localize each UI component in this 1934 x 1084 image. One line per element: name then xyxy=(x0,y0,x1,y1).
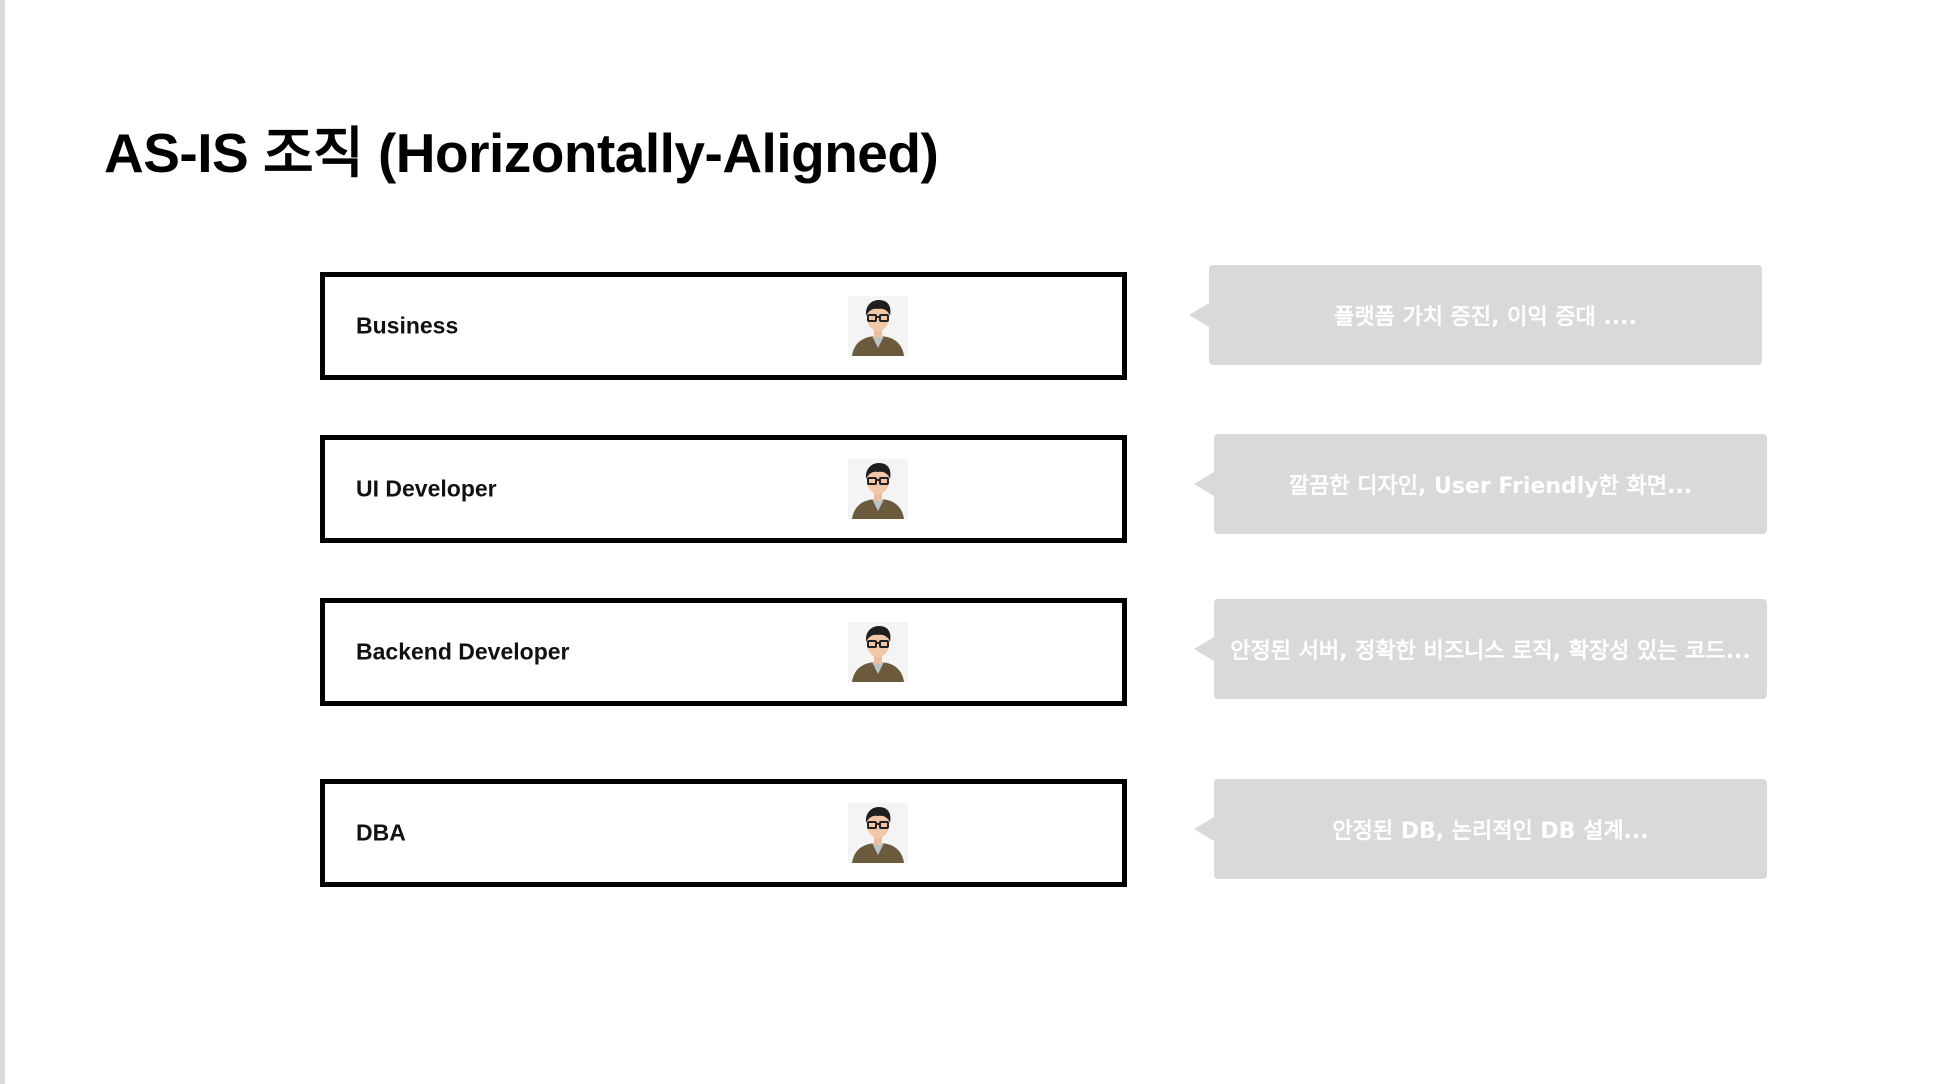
person-avatar-icon xyxy=(848,459,908,519)
comment-text: 플랫폼 가치 증진, 이익 증대 .... xyxy=(1334,305,1637,330)
comment-text: 안정된 DB, 논리적인 DB 설계... xyxy=(1332,819,1649,844)
comment-bubble-backend-developer: 안정된 서버, 정확한 비즈니스 로직, 확장성 있는 코드... xyxy=(1194,599,1767,699)
comment-bubble-ui-developer: 깔끔한 디자인, User Friendly한 화면... xyxy=(1194,434,1767,534)
comment-text: 안정된 서버, 정확한 비즈니스 로직, 확장성 있는 코드... xyxy=(1230,639,1751,664)
person-avatar-icon xyxy=(848,803,908,863)
role-label: Backend Developer xyxy=(356,638,570,665)
page-title: AS-IS 조직 (Horizontally-Aligned) xyxy=(104,122,939,184)
role-box-backend-developer: Backend Developer xyxy=(320,598,1127,706)
role-box-dba: DBA xyxy=(320,779,1127,887)
person-avatar-icon xyxy=(848,622,908,682)
role-label: UI Developer xyxy=(356,475,497,502)
slide-left-edge xyxy=(0,0,5,1084)
comment-text: 깔끔한 디자인, User Friendly한 화면... xyxy=(1288,474,1693,499)
comment-bubble-dba: 안정된 DB, 논리적인 DB 설계... xyxy=(1194,779,1767,879)
role-label: DBA xyxy=(356,819,406,846)
role-box-ui-developer: UI Developer xyxy=(320,435,1127,543)
person-avatar-icon xyxy=(848,296,908,356)
comment-bubble-business: 플랫폼 가치 증진, 이익 증대 .... xyxy=(1189,265,1762,365)
role-label: Business xyxy=(356,312,459,339)
role-box-business: Business xyxy=(320,272,1127,380)
